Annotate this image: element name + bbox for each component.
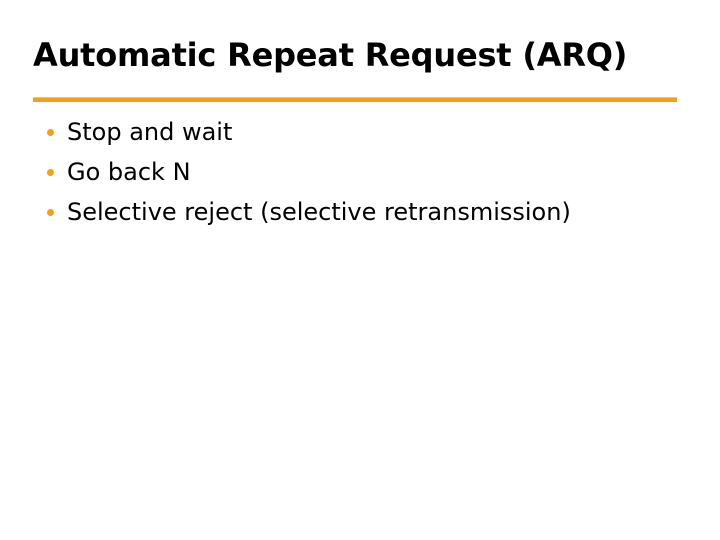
list-item: Stop and wait bbox=[33, 112, 693, 152]
list-item: Go back N bbox=[33, 152, 693, 192]
list-item-label: Go back N bbox=[67, 158, 191, 186]
page-title: Automatic Repeat Request (ARQ) bbox=[33, 36, 628, 75]
list-item-label: Stop and wait bbox=[67, 118, 233, 146]
bullet-dot-icon bbox=[47, 208, 54, 216]
bullet-dot-icon bbox=[47, 168, 54, 176]
bullet-list: Stop and wait Go back N Selective reject… bbox=[33, 112, 693, 232]
title-divider-rule bbox=[33, 97, 677, 102]
bullet-dot-icon bbox=[47, 128, 54, 136]
list-item-label: Selective reject (selective retransmissi… bbox=[67, 198, 571, 226]
list-item: Selective reject (selective retransmissi… bbox=[33, 192, 693, 232]
